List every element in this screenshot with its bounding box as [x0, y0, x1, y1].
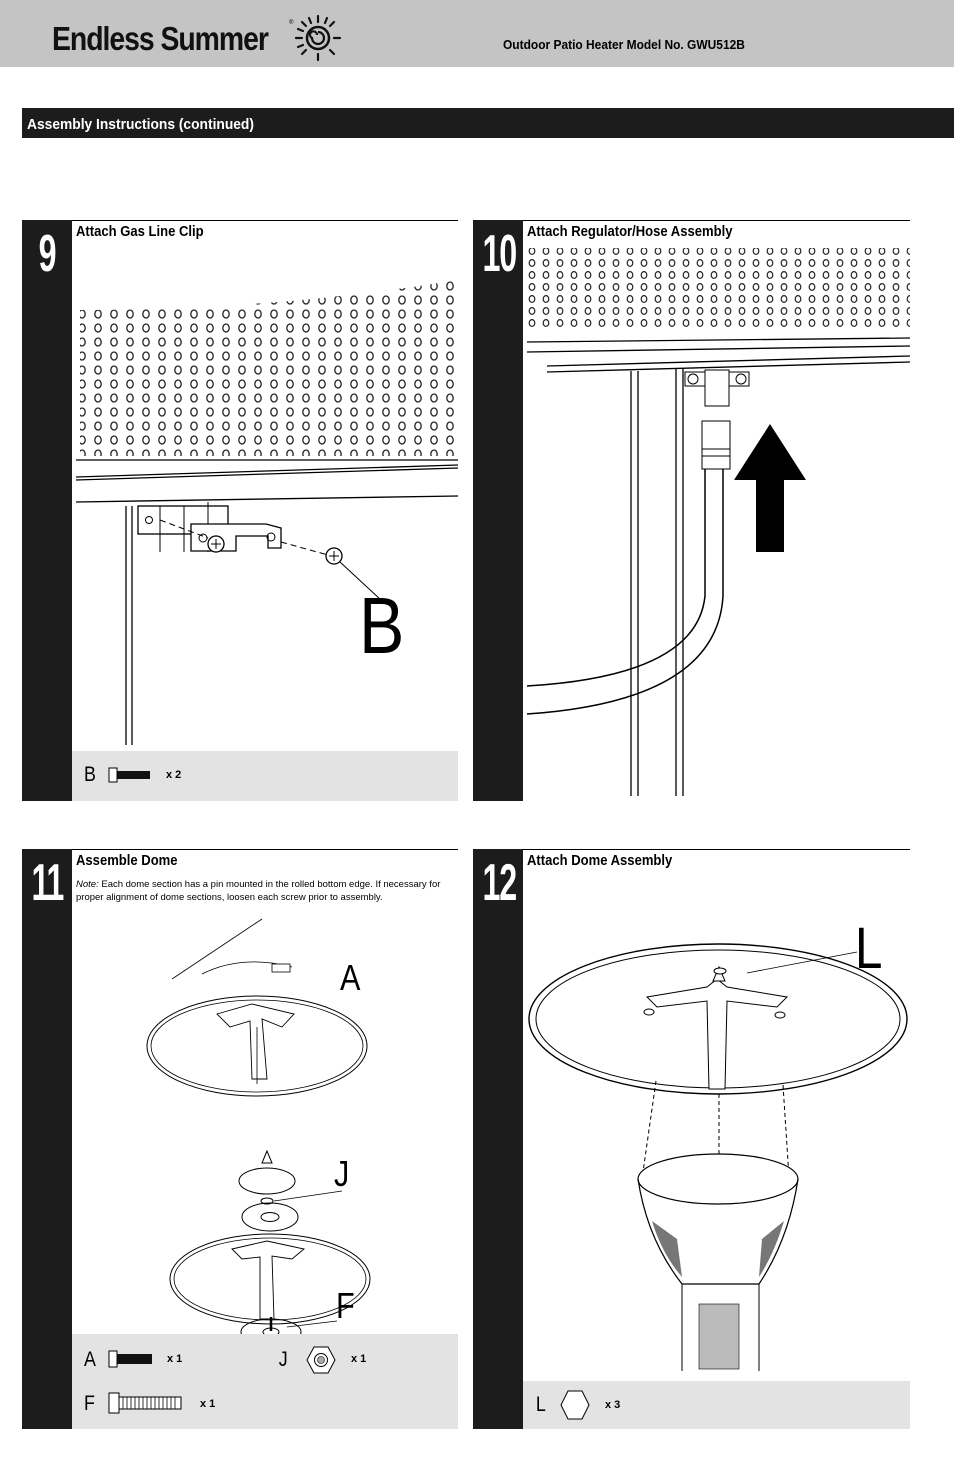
note-label: Note: — [76, 879, 99, 890]
callout-l: L — [855, 916, 883, 981]
page-header: Endless Summer ® Outdoor Patio Heater Mo… — [0, 0, 954, 67]
brand-logo: Endless Summer — [52, 20, 269, 57]
part-letter: F — [83, 1392, 95, 1415]
dome-assembly-diagram — [528, 943, 908, 1371]
bolt-icon — [108, 767, 150, 783]
part-quantity: x 2 — [166, 769, 182, 781]
assemble-dome-diagram — [146, 918, 371, 1346]
nut-icon — [560, 1390, 590, 1420]
step-title: Attach Regulator/Hose Assembly — [527, 224, 733, 240]
section-title: Assembly Instructions (continued) — [27, 116, 254, 133]
part-quantity: x 1 — [167, 1353, 183, 1365]
step-number: 9 — [38, 225, 57, 283]
callout-j: J — [334, 1153, 350, 1194]
step-10: 10 Attach Regulator/Hose Assembly — [473, 220, 911, 801]
model-number: Outdoor Patio Heater Model No. GWU512B — [503, 37, 745, 52]
step-number-column: 11 — [22, 849, 72, 1429]
parts-box: A x 1 J x 1 F x 1 — [72, 1334, 458, 1429]
regulator-hose-diagram — [526, 248, 911, 796]
bolt-icon — [108, 1350, 152, 1368]
step-9: 9 Attach Gas Line Clip B B — [22, 220, 459, 801]
part-quantity: x 3 — [605, 1399, 621, 1411]
callout-b: B — [359, 581, 405, 670]
step-title: Attach Gas Line Clip — [76, 224, 204, 240]
callout-f: F — [336, 1285, 355, 1326]
nut-icon — [306, 1346, 336, 1374]
parts-box: B x 2 — [72, 751, 458, 801]
step-number-column: 12 — [473, 849, 523, 1429]
part-letter: L — [535, 1393, 546, 1416]
step-note: Note: Each dome section has a pin mounte… — [76, 878, 461, 904]
step-number-column: 9 — [22, 220, 72, 801]
registered-mark: ® — [289, 20, 294, 26]
step-number: 11 — [31, 854, 65, 912]
step-number-column: 10 — [473, 220, 523, 801]
step-12: 12 Attach Dome Assembly L L x 3 — [473, 849, 910, 1429]
step-11: 11 Assemble Dome Note: Each dome section… — [22, 849, 458, 1429]
step-title: Attach Dome Assembly — [527, 853, 673, 869]
part-quantity: x 1 — [200, 1398, 216, 1410]
part-letter: B — [84, 763, 96, 786]
parts-box: L x 3 — [523, 1381, 910, 1429]
gas-line-clip-diagram — [75, 280, 459, 745]
callout-a: A — [340, 957, 361, 998]
note-text: Each dome section has a pin mounted in t… — [76, 879, 441, 903]
step-number: 10 — [482, 225, 518, 283]
part-letter: A — [84, 1348, 96, 1371]
sun-icon — [294, 14, 342, 62]
step-number: 12 — [482, 854, 518, 912]
step-title: Assemble Dome — [76, 853, 178, 869]
part-quantity: x 1 — [351, 1353, 367, 1365]
part-letter: J — [278, 1348, 288, 1371]
long-bolt-icon — [108, 1392, 182, 1414]
section-bar: Assembly Instructions (continued) — [22, 108, 954, 138]
